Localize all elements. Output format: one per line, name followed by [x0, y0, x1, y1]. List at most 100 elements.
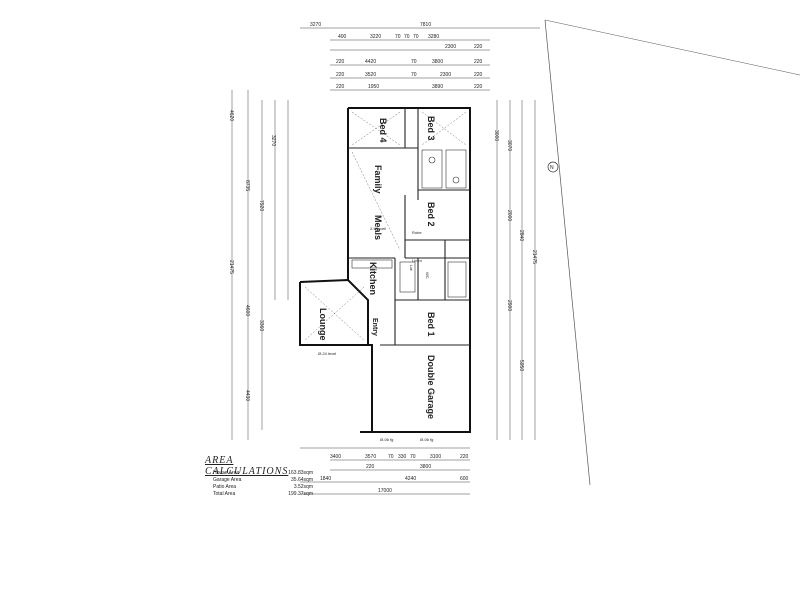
dim-label: 3800 — [432, 59, 443, 65]
area-value: 3.52sqm — [293, 484, 313, 490]
dim-label: 1950 — [368, 84, 379, 90]
dim-label: 70 — [404, 34, 410, 40]
dim-label: 3000 — [493, 130, 499, 141]
dim-label: 3070 — [506, 140, 512, 151]
room-label-family: Family — [373, 165, 383, 194]
dim-label: 3570 — [365, 454, 376, 460]
dim-label: 70 — [411, 59, 417, 65]
dim-label: 220 — [366, 464, 375, 470]
dim-label: 2300 — [445, 44, 456, 50]
level-note: Ø-24 level — [318, 351, 336, 356]
room-labels: Bed 4 Bed 3 Family Meals Bed 2 Kitchen L… — [318, 116, 436, 419]
area-calculations-title: AREA CALCULATIONS — [205, 455, 289, 477]
dim-label: 220 — [336, 72, 345, 78]
dim-label: 400 — [338, 34, 347, 40]
site-boundary-line — [544, 19, 591, 486]
dim-label: 3890 — [432, 84, 443, 90]
area-label: Patio Area — [213, 484, 237, 490]
dim-label: 4600 — [244, 305, 250, 316]
dim-label: 220 — [474, 72, 483, 78]
dim-label: 70 — [388, 454, 394, 460]
area-value: 199.37sqm — [288, 491, 313, 497]
area-row: Total Area 199.37sqm — [213, 491, 313, 497]
dim-label: 4620 — [228, 110, 234, 121]
room-label-laundry: Ldr — [409, 265, 414, 271]
dim-label: 4240 — [405, 476, 416, 482]
level-notes: 2.4m ceil Ø-24 level Ø-06 fg Ø-06 fg — [318, 226, 433, 442]
dim-label: 4430 — [244, 390, 250, 401]
dim-label: 70 — [395, 34, 401, 40]
dim-label: 3360 — [258, 320, 264, 331]
top-dimension-lines — [300, 27, 540, 91]
dim-label: 3280 — [428, 34, 439, 40]
dim-label: 3270 — [310, 22, 321, 28]
room-label-lounge: Lounge — [318, 308, 328, 341]
floor-level-note: Ø-06 fg — [380, 437, 393, 442]
dim-label: 3400 — [330, 454, 341, 460]
room-label-bed-3: Bed 3 — [426, 116, 436, 141]
area-label: Garage Area — [213, 477, 242, 483]
interior-walls — [348, 108, 470, 346]
area-value: 163.83sqm — [288, 470, 313, 476]
dim-label: 220 — [474, 84, 483, 90]
area-row: Patio Area 3.52sqm — [213, 484, 313, 490]
dim-label: 330 — [398, 454, 407, 460]
dim-label: 3100 — [430, 454, 441, 460]
area-row: House Area 163.83sqm — [213, 470, 313, 476]
dim-label: 7920 — [258, 200, 264, 211]
dim-label: 220 — [336, 84, 345, 90]
ceiling-lines — [304, 111, 467, 341]
room-label-robe: Robe — [412, 230, 422, 235]
dim-label: 1840 — [320, 476, 331, 482]
area-row: Garage Area 35.64sqm — [213, 477, 313, 483]
building-walls — [299, 107, 471, 433]
room-label-bed-2: Bed 2 — [426, 202, 436, 227]
room-label-wc: WC — [425, 272, 430, 279]
room-label-meals: Meals — [373, 215, 383, 240]
bottom-dimension-labels: 3400 3570 70 330 70 3100 220 220 3800 18… — [320, 454, 469, 494]
left-dimension-lines — [231, 90, 289, 440]
site-boundary-line-top — [544, 19, 800, 76]
right-dimension-lines — [496, 100, 536, 440]
dim-label: 7810 — [420, 22, 431, 28]
dim-label: 220 — [336, 59, 345, 65]
dim-label: 3520 — [365, 72, 376, 78]
room-label-bed-4: Bed 4 — [378, 118, 388, 143]
left-dimension-labels: 4620 3270 8735 7920 21475 4600 3360 4430 — [228, 110, 276, 401]
dim-label: 70 — [413, 34, 419, 40]
area-value: 35.64sqm — [291, 477, 313, 483]
dim-label: 3220 — [370, 34, 381, 40]
room-label-entry: Entry — [371, 318, 378, 336]
dim-label: 220 — [460, 454, 469, 460]
dim-label: 5950 — [518, 360, 524, 371]
dim-label: 70 — [411, 72, 417, 78]
north-marker: N — [547, 161, 559, 173]
right-dimension-labels: 3000 3070 21475 2000 2840 5950 2900 — [493, 130, 537, 371]
dim-label: 70 — [410, 454, 416, 460]
bottom-dimension-lines — [300, 447, 470, 495]
room-label-double-garage: Double Garage — [426, 355, 436, 419]
wet-area-fixtures — [351, 149, 467, 298]
dim-label: 2300 — [440, 72, 451, 78]
dim-label: 220 — [474, 59, 483, 65]
dim-label: 2840 — [518, 230, 524, 241]
room-label-bed-1: Bed 1 — [426, 312, 436, 337]
dim-label: 2000 — [506, 210, 512, 221]
area-calculations: AREA CALCULATIONS House Area 163.83sqm G… — [205, 455, 315, 499]
room-label-kitchen: Kitchen — [368, 262, 378, 295]
area-label: Total Area — [213, 491, 236, 497]
floor-level-note: Ø-06 fg — [420, 437, 433, 442]
dim-label: 220 — [474, 44, 483, 50]
dim-label: 21475 — [228, 260, 234, 274]
dim-label: 4420 — [365, 59, 376, 65]
room-label-linen: Linen — [412, 258, 422, 263]
dim-label: 2900 — [506, 300, 512, 311]
dim-label: 3800 — [420, 464, 431, 470]
top-dimension-labels: 3270 7810 400 3220 70 70 70 3280 220 230… — [310, 22, 483, 90]
dim-label: 600 — [460, 476, 469, 482]
north-label: N — [550, 165, 554, 171]
dim-label: 3270 — [270, 135, 276, 146]
dim-label: 17000 — [378, 488, 392, 494]
ceiling-note: 2.4m ceil — [370, 226, 386, 231]
